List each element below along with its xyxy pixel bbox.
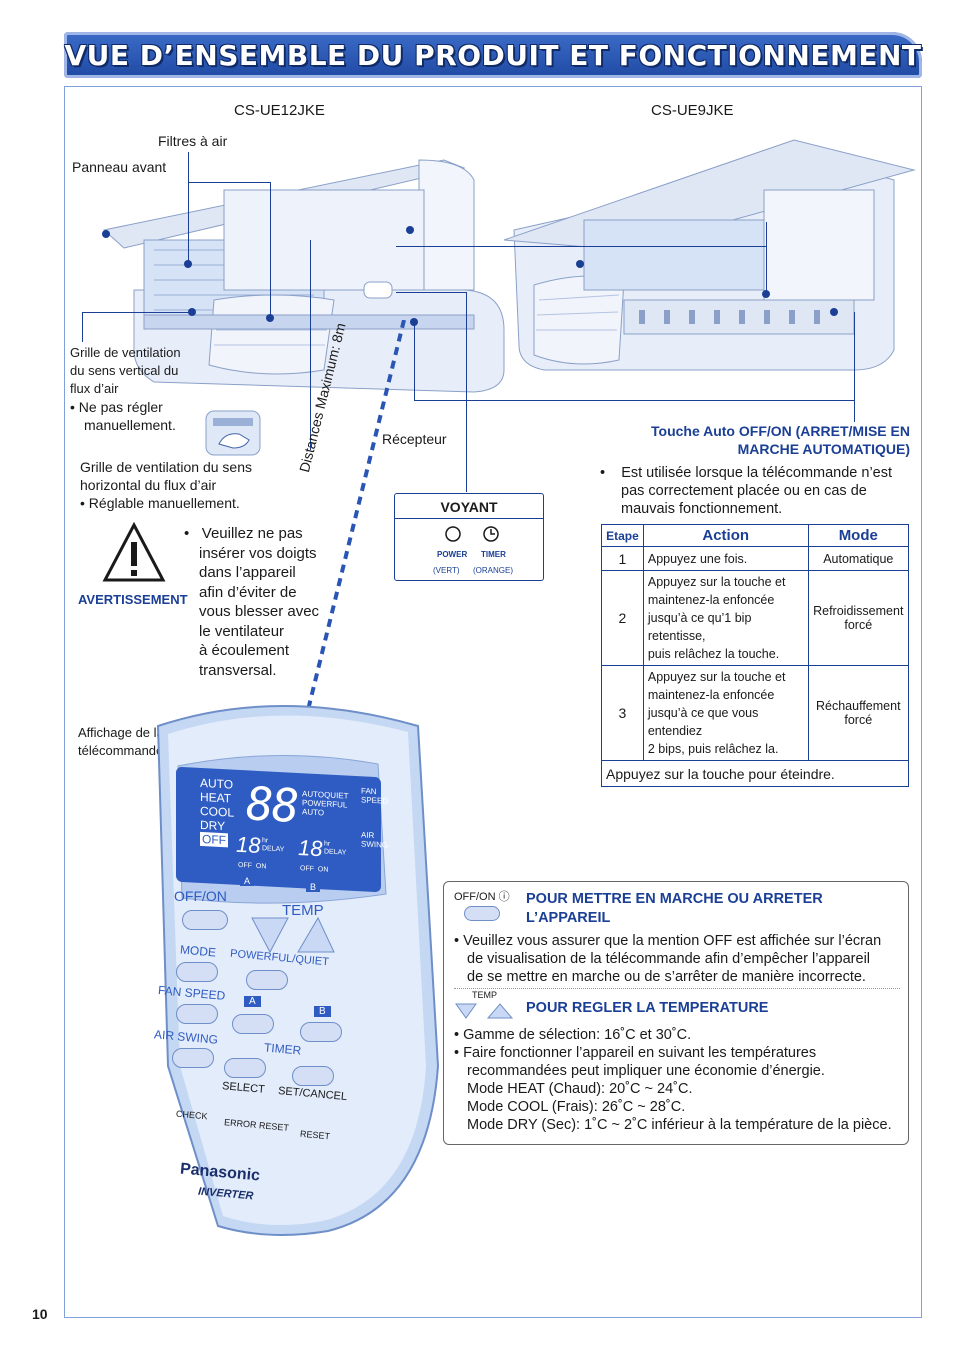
lcd-a-tag: A xyxy=(240,876,255,886)
leader-dot xyxy=(102,230,110,238)
info-onoff-title: POUR METTRE EN MARCHE OU ARRETER L’APPAR… xyxy=(526,891,823,926)
table-row: 3 Appuyez sur la touche et maintenez-la … xyxy=(601,665,910,761)
label-panneau: Panneau avant xyxy=(72,159,167,175)
timer-b-button[interactable] xyxy=(300,1022,342,1042)
remote-control: AUTO HEAT COOL DRY OFF 88 AUTOQUIET POWE… xyxy=(128,686,440,1246)
model-right: CS-UE9JKE xyxy=(651,102,734,119)
warning-text: • Veuillez ne pas insérer vos doigts dan… xyxy=(184,525,320,679)
leader-dot xyxy=(762,290,770,298)
label-filtres: Filtres à air xyxy=(158,133,228,149)
leader-line xyxy=(766,222,767,294)
leader-line xyxy=(82,312,83,342)
temp-up-button[interactable] xyxy=(297,916,335,953)
table-row: 1 Appuyez une fois. Automatique xyxy=(601,546,910,571)
label-grille-vertical: Grille de ventilation du sens vertical d… xyxy=(70,345,181,433)
unit-right xyxy=(503,139,916,371)
info-offon-button-icon xyxy=(464,906,500,921)
leader-line xyxy=(414,400,854,401)
temp-down-button[interactable] xyxy=(251,917,289,954)
leader-line xyxy=(82,312,192,313)
auto-touch-desc: • Est utilisée lorsque la télécommande n… xyxy=(600,465,893,517)
auto-touch-title: Touche Auto OFF/ON (ARRET/MISE EN MARCHE… xyxy=(651,423,910,457)
lcd-modes: AUTO HEAT COOL DRY OFF xyxy=(200,775,235,848)
info-box: OFF/ON ⓘ POUR METTRE EN MARCHE OU ARRETE… xyxy=(443,881,909,1145)
steps-table: Etape Action Mode 1 Appuyez une fois. Au… xyxy=(601,524,910,787)
lcd-temp-digits: 88 xyxy=(246,776,298,833)
timer-up-button[interactable] xyxy=(292,1066,334,1086)
timer-down-button[interactable] xyxy=(224,1058,266,1078)
page-title-banner: VUE D’ENSEMBLE DU PRODUIT ET FONCTIONNEM… xyxy=(64,32,922,78)
lcd-right-labels: AUTOQUIET POWERFUL AUTO xyxy=(302,789,349,818)
page-title: VUE D’ENSEMBLE DU PRODUIT ET FONCTIONNEM… xyxy=(64,38,922,72)
leader-dot xyxy=(266,314,274,322)
offon-label: OFF/ON xyxy=(174,888,227,904)
model-left: CS-UE12JKE xyxy=(234,102,325,119)
label-grille-horizontal: Grille de ventilation du sens horizontal… xyxy=(80,459,252,511)
info-onoff-desc: • Veuillez vous assurer que la mention O… xyxy=(454,933,882,985)
leader-line xyxy=(414,320,415,400)
leader-line xyxy=(466,292,467,492)
power-color: (VERT) xyxy=(433,566,460,575)
info-temp-title: POUR REGLER LA TEMPERATURE xyxy=(526,1000,769,1016)
leader-dot xyxy=(184,260,192,268)
timer-b-tag: B xyxy=(314,1006,331,1017)
timer-a-tag: A xyxy=(244,996,261,1007)
leader-dot xyxy=(830,308,838,316)
signal-range-line xyxy=(306,320,406,711)
voyant-box: VOYANT POWER TIMER (VERT) (ORANGE) xyxy=(394,493,544,581)
temp-buttons xyxy=(251,916,335,954)
lcd-timer-b-digits: 18 xyxy=(298,835,323,862)
offon-button[interactable] xyxy=(182,910,228,930)
label-recepteur: Récepteur xyxy=(382,431,447,447)
power-label: POWER xyxy=(437,550,468,559)
info-temp-desc: • Gamme de sélection: 16˚C et 30˚C. • Fa… xyxy=(454,1027,892,1133)
leader-line xyxy=(270,182,271,317)
leader-dot xyxy=(406,226,414,234)
lcd-timer-a-digits: 18 xyxy=(236,831,261,859)
leader-dot xyxy=(576,260,584,268)
leader-line xyxy=(854,312,855,422)
lcd-fan-speed: FAN SPEED xyxy=(361,786,389,806)
leader-line xyxy=(188,152,189,262)
leader-dot xyxy=(188,308,196,316)
leader-dot xyxy=(410,318,418,326)
table-footer-row: Appuyez sur la touche pour éteindre. xyxy=(601,760,909,787)
hand-adjust-icon xyxy=(205,410,261,456)
timer-label: TIMER xyxy=(481,550,506,559)
leader-line xyxy=(396,292,466,293)
remote-lcd: AUTO HEAT COOL DRY OFF 88 AUTOQUIET POWE… xyxy=(176,766,389,893)
air-conditioner-illustration xyxy=(102,139,916,393)
leader-line xyxy=(310,240,311,450)
warning-icon xyxy=(102,522,166,582)
page-number: 10 xyxy=(32,1306,48,1322)
leader-line xyxy=(396,246,766,247)
power-led-icon xyxy=(445,526,461,542)
info-temp-arrows-icon xyxy=(455,1003,514,1019)
label-affichage: Affichage de la télécommande xyxy=(78,725,164,758)
voyant-title: VOYANT xyxy=(440,499,498,515)
temp-label: TEMP xyxy=(282,902,324,919)
table-row: 2 Appuyez sur la touche et maintenez-la … xyxy=(601,570,910,666)
airswing-button[interactable] xyxy=(172,1048,214,1068)
mode-button[interactable] xyxy=(176,962,218,982)
timer-color: (ORANGE) xyxy=(473,566,513,575)
powerful-quiet-button[interactable] xyxy=(246,970,288,990)
mode-label: MODE xyxy=(179,942,217,960)
info-temp-label: TEMP xyxy=(472,990,498,1000)
content-frame xyxy=(64,86,922,1318)
leader-line xyxy=(188,182,270,183)
timer-led-icon xyxy=(483,526,499,542)
unit-left xyxy=(102,159,505,393)
timer-a-on-button[interactable] xyxy=(232,1014,274,1034)
info-offon-label: OFF/ON ⓘ xyxy=(454,891,510,903)
table-header-row: Etape Action Mode xyxy=(601,524,910,547)
lcd-b-tag: B xyxy=(306,882,321,892)
warning-label: AVERTISSEMENT xyxy=(78,592,188,607)
lcd-air-swing: AIR SWING xyxy=(361,830,389,850)
fanspeed-button[interactable] xyxy=(176,1004,218,1024)
